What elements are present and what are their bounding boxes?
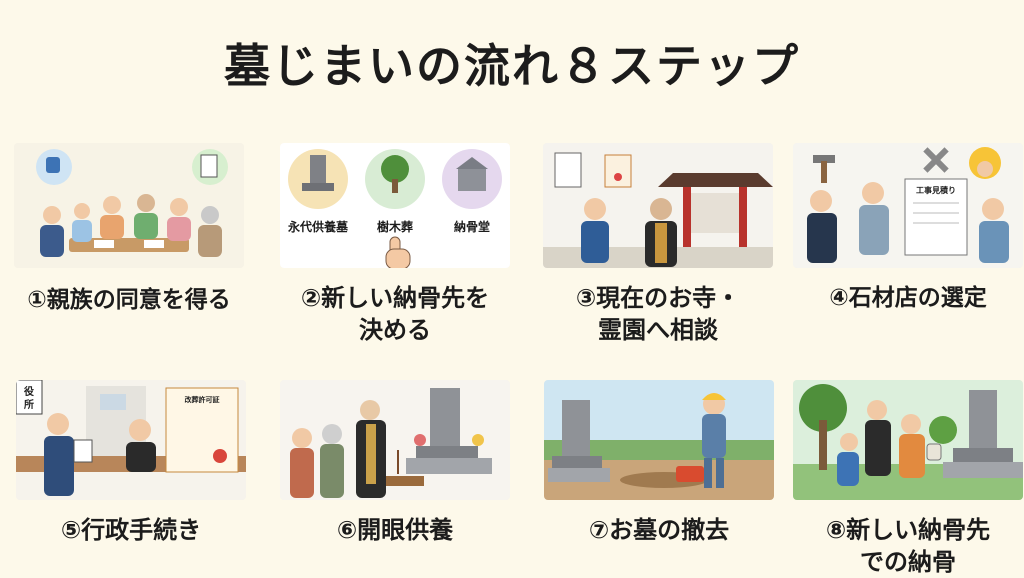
step-label: ①親族の同意を得る (27, 287, 231, 313)
option-label: 樹木葬 (377, 219, 413, 234)
svg-text:改葬許可証: 改葬許可証 (185, 395, 220, 404)
tree-icon (381, 155, 409, 183)
urn-icon (926, 443, 942, 461)
step-card-8: ⑧新しい納骨先 での納骨 (793, 380, 1023, 578)
step-label: ③現在のお寺・ 霊園へ相談 (575, 284, 741, 344)
step-label: ⑤行政手続き (60, 516, 202, 544)
step-label: ⑧新しい納骨先 での納骨 (825, 516, 991, 576)
pointing-hand-icon (385, 236, 411, 268)
document-icon (200, 154, 218, 178)
temple-consultation-illustration (543, 143, 773, 268)
step-card-3: ③現在のお寺・ 霊園へ相談 (543, 143, 773, 346)
document-icon (73, 439, 93, 463)
document-title: 工事見積り (916, 185, 956, 195)
grave-icon (310, 155, 326, 185)
memorial-service-illustration (280, 380, 510, 500)
step-label: ②新しい納骨先を 決める (300, 284, 490, 344)
step-card-6: ⑥開眼供養 (280, 380, 510, 546)
step-card-7: ⑦お墓の撤去 (544, 380, 774, 546)
estimate-document (904, 178, 968, 256)
page-title: 墓じまいの流れ８ステップ (224, 39, 800, 93)
step-card-5: 役 所 改葬許可証 ⑤行政手続き (16, 380, 246, 546)
step-card-2: 永代供養墓 樹木葬 納骨堂 ②新しい納骨先を 決める (280, 143, 510, 346)
stonemason-selection-illustration: 工事見積り (793, 143, 1023, 268)
step-label: ④石材店の選定 (829, 285, 987, 311)
wrench-icon (923, 147, 949, 173)
step-card-4: 工事見積り ④石材店の選定 (793, 143, 1023, 314)
svg-text:所: 所 (24, 398, 34, 411)
hammer-icon (813, 155, 835, 183)
office-sign: 役 (24, 385, 35, 398)
building-icon (456, 157, 488, 169)
grave-removal-illustration (544, 380, 774, 500)
compactor-machine (676, 466, 704, 482)
new-interment-illustration (793, 380, 1023, 500)
certificate-icon (604, 154, 632, 188)
administrative-procedure-illustration: 役 所 改葬許可証 (16, 380, 246, 500)
family-meeting-illustration (14, 143, 244, 268)
step-card-1: ①親族の同意を得る (14, 143, 244, 316)
burial-options-illustration: 永代供養墓 樹木葬 納骨堂 (280, 143, 510, 268)
document-icon (554, 152, 582, 188)
thumbs-up-icon (46, 157, 60, 173)
step-label: ⑦お墓の撤去 (588, 516, 730, 544)
option-label: 納骨堂 (454, 219, 490, 234)
step-label: ⑥開眼供養 (336, 516, 454, 544)
option-label: 永代供養墓 (287, 219, 349, 234)
